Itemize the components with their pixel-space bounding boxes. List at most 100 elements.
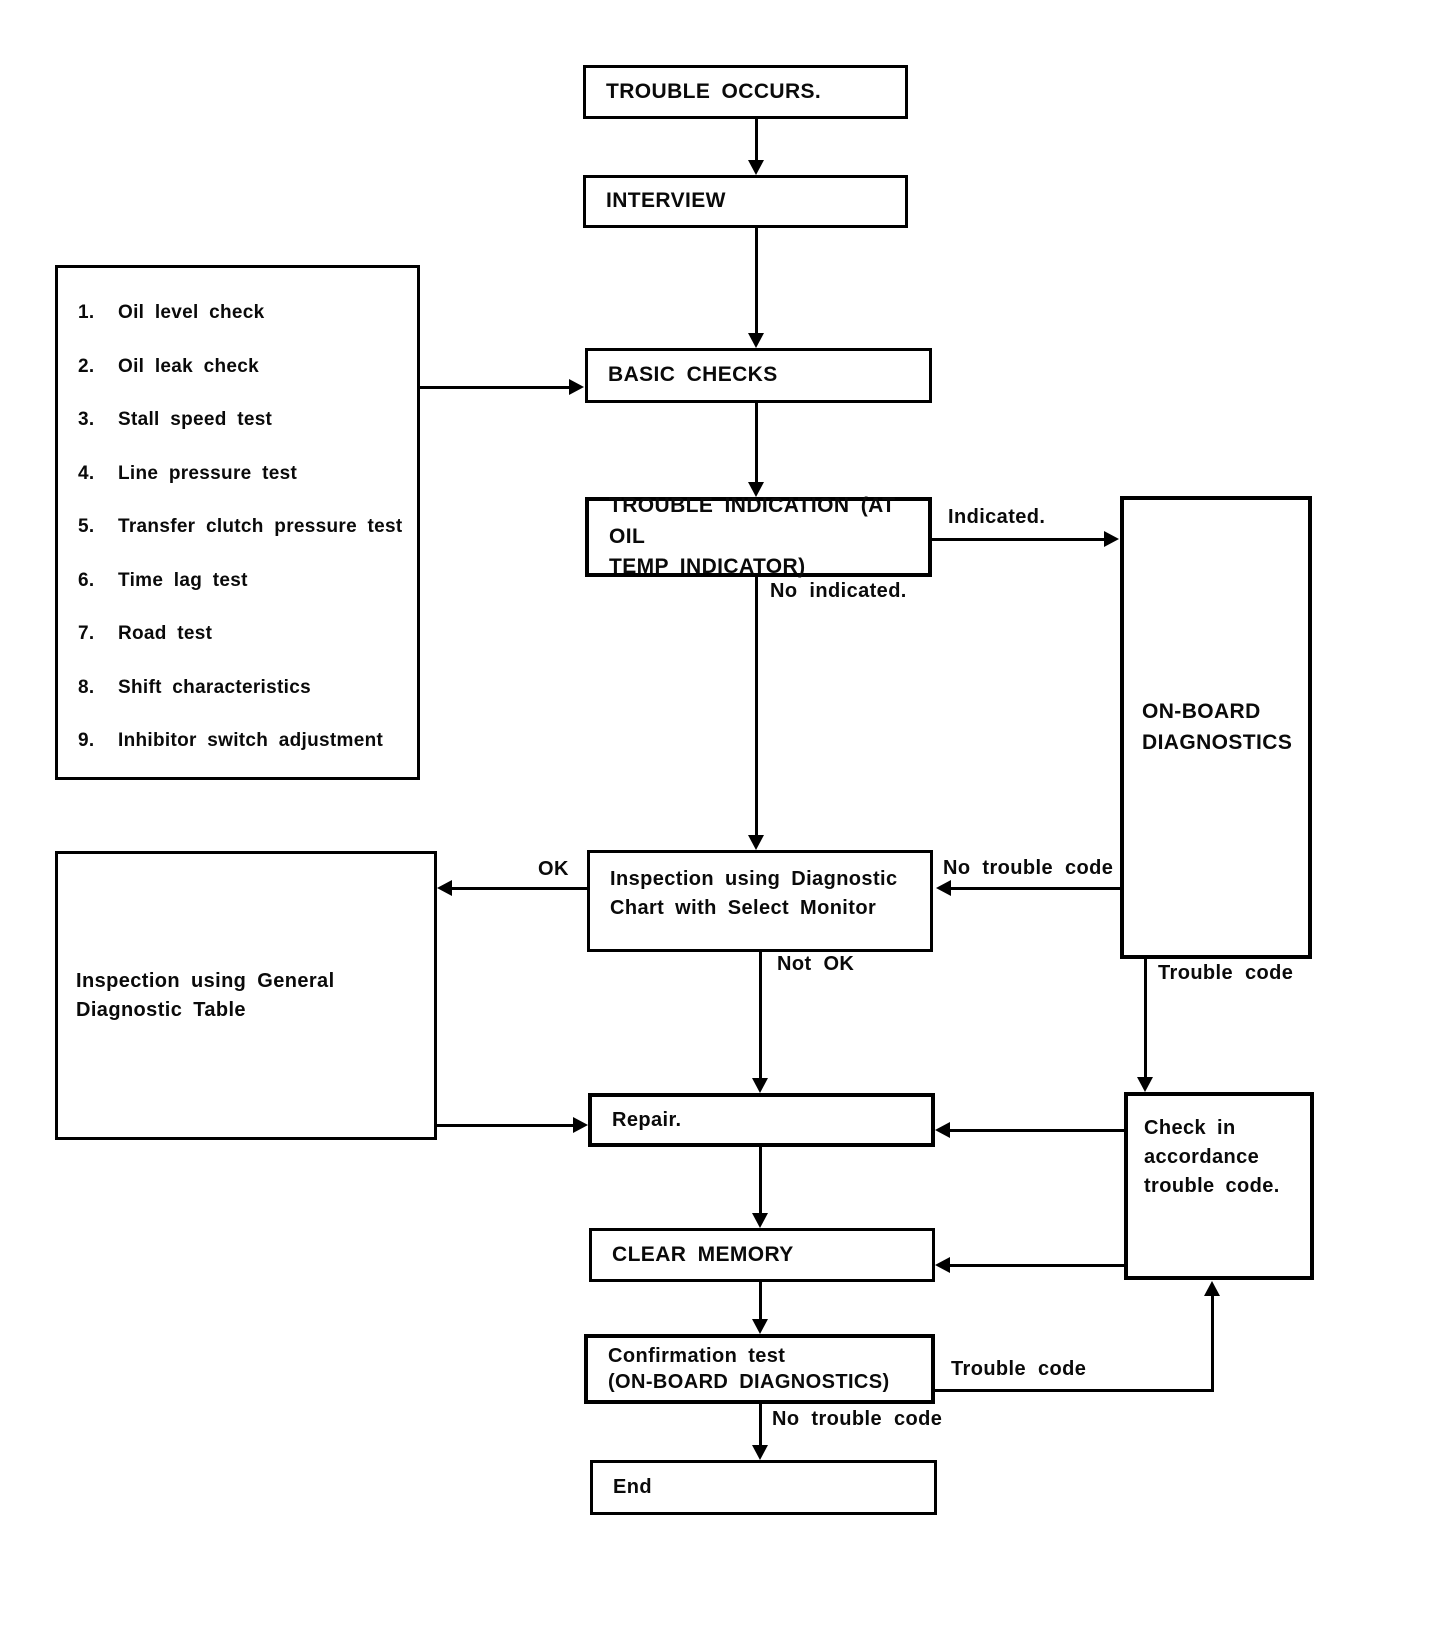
arrow-inspection-to-repair-line [759,952,762,1079]
edge-label-trouble-code-confirmation: Trouble code [951,1358,1087,1380]
arrow-confirmation-to-check-hline [935,1389,1214,1392]
arrow-obd-to-inspection-line [950,887,1122,890]
list-item: 5. Transfer clutch pressure test [58,516,417,570]
arrow-indication-to-inspection-line [755,577,758,836]
list-item-text: Oil level check [118,302,265,323]
arrow-clear-to-confirmation-line [759,1282,762,1320]
list-item-text: Inhibitor switch adjustment [118,730,384,751]
node-general-diagnostic-table: Inspection using General Diagnostic Tabl… [55,851,437,1140]
node-end: End [590,1460,937,1515]
list-item-number: 1. [78,302,95,323]
list-item: 2. Oil leak check [58,356,417,410]
list-item-text: Road test [118,623,213,644]
list-item: 9. Inhibitor switch adjustment [58,730,417,784]
list-item-text: Time lag test [118,569,248,591]
node-trouble-occurs-label: TROUBLE OCCURS. [606,79,822,103]
edge-label-trouble-code-obd: Trouble code [1158,962,1294,984]
arrow-interview-to-basic-line [755,228,758,334]
arrow-obd-to-check-line [1144,959,1147,1079]
list-item-number: 5. [78,516,95,537]
arrow-inspection-to-general-line [451,887,587,890]
arrow-obd-to-check-head [1137,1077,1153,1092]
node-confirmation-line1: Confirmation test [608,1345,786,1367]
edge-label-indicated: Indicated. [948,506,1046,528]
arrow-list-to-basic-line [420,386,570,389]
arrow-confirmation-to-check-vline [1211,1294,1214,1392]
node-check-accordance: Check in accordance trouble code. [1124,1092,1314,1280]
arrow-confirmation-to-end-head [752,1445,768,1460]
node-basic-checks: BASIC CHECKS [585,348,932,403]
node-check-line1: Check in [1144,1117,1236,1139]
arrow-indication-to-inspection-head [748,835,764,850]
list-item: 8. Shift characteristics [58,677,417,731]
list-item: 4. Line pressure test [58,463,417,517]
edge-label-ok: OK [538,858,569,880]
arrow-confirmation-to-end-line [759,1404,762,1446]
node-general-table-line2: Diagnostic Table [76,998,246,1021]
arrow-confirmation-to-check-head [1204,1281,1220,1296]
arrow-obd-to-inspection-head [936,880,951,896]
node-trouble-indication-line1: TROUBLE INDICATION (AT OIL [609,494,896,548]
node-inspection-line2: Chart with Select Monitor [610,897,877,919]
list-item-number: 7. [78,623,95,644]
arrow-trouble-to-interview-head [748,160,764,175]
node-interview-label: INTERVIEW [606,189,726,213]
node-inspection-line1: Inspection using Diagnostic [610,868,898,890]
list-item-number: 9. [78,730,95,751]
list-item-text: Line pressure test [118,462,298,484]
list-item-text: Shift characteristics [118,676,311,698]
arrow-general-to-repair-head [573,1117,588,1133]
arrow-inspection-to-repair-head [752,1078,768,1093]
arrow-check-to-repair-head [935,1122,950,1138]
arrow-repair-to-clear-line [759,1147,762,1214]
node-end-label: End [613,1476,652,1498]
arrow-trouble-to-interview-line [755,119,758,161]
list-item: 3. Stall speed test [58,409,417,463]
list-item-number: 3. [78,409,95,430]
node-confirmation-test: Confirmation test (ON-BOARD DIAGNOSTICS) [584,1334,935,1404]
node-check-line3: trouble code. [1144,1175,1280,1197]
node-trouble-indication: TROUBLE INDICATION (AT OIL TEMP INDICATO… [585,494,932,578]
list-item-number: 2. [78,355,95,377]
node-clear-memory-label: CLEAR MEMORY [612,1242,794,1266]
arrow-indication-to-obd-line [932,538,1106,541]
arrow-basic-to-indication-line [755,403,758,483]
arrow-general-to-repair-line [437,1124,574,1127]
arrow-basic-to-indication-head [748,482,764,497]
node-confirmation-line2: (ON-BOARD DIAGNOSTICS) [608,1371,890,1393]
node-interview: INTERVIEW [583,175,908,228]
node-repair: Repair. [588,1093,935,1147]
list-item-text: Transfer clutch pressure test [118,516,403,537]
node-trouble-indication-line2: TEMP INDICATOR) [609,555,806,579]
node-trouble-occurs: TROUBLE OCCURS. [583,65,908,119]
edge-label-no-indicated: No indicated. [770,580,907,602]
list-item-number: 6. [78,569,95,591]
node-onboard-line2: DIAGNOSTICS [1142,730,1293,754]
node-onboard-diagnostics: ON-BOARD DIAGNOSTICS [1120,496,1312,959]
node-onboard-line1: ON-BOARD [1142,700,1261,724]
arrow-indication-to-obd-head [1104,531,1119,547]
node-general-table-line1: Inspection using General [76,969,335,992]
list-item-text: Stall speed test [118,409,273,430]
list-item: 7. Road test [58,623,417,677]
node-repair-label: Repair. [612,1108,682,1131]
node-inspection-select-monitor: Inspection using Diagnostic Chart with S… [587,850,933,952]
arrow-list-to-basic-head [569,379,584,395]
list-item: 1. Oil level check [58,302,417,356]
arrow-clear-to-confirmation-head [752,1319,768,1334]
node-check-line2: accordance [1144,1146,1260,1168]
arrow-check-to-clear-line [950,1264,1124,1267]
basic-checks-list-box: 1. Oil level check 2. Oil leak check 3. … [55,265,420,780]
list-item: 6. Time lag test [58,570,417,624]
list-item-number: 4. [78,462,95,484]
edge-label-no-trouble-code-obd: No trouble code [943,857,1114,879]
list-item-text: Oil leak check [118,355,259,377]
arrow-check-to-repair-line [950,1129,1124,1132]
node-clear-memory: CLEAR MEMORY [589,1228,935,1282]
arrow-repair-to-clear-head [752,1213,768,1228]
arrow-interview-to-basic-head [748,333,764,348]
arrow-check-to-clear-head [935,1257,950,1273]
edge-label-not-ok: Not OK [777,953,855,975]
edge-label-no-trouble-code-end: No trouble code [772,1408,943,1430]
